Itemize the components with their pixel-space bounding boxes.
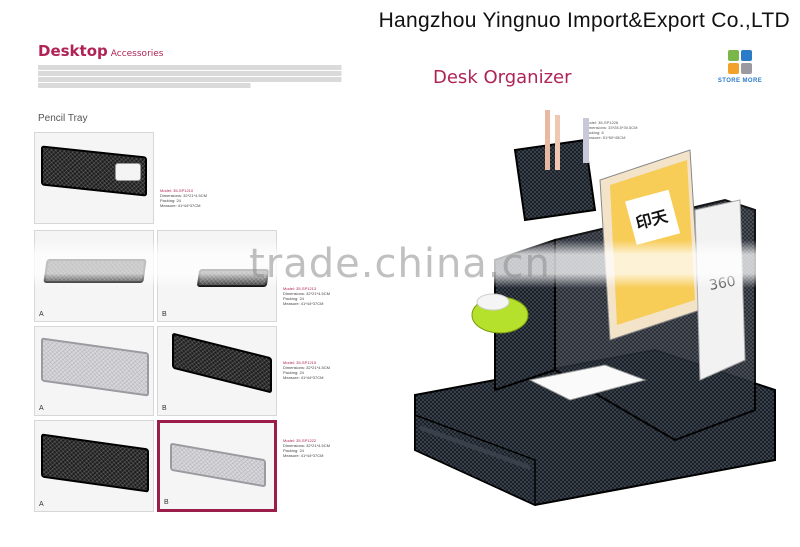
card-spec: Model: 35-SP1215 Dimensions: 32*21*4.5CM… — [283, 360, 330, 380]
card-spec: Model: 35-SP1222 Dimensions: 32*21*4.5CM… — [283, 438, 330, 458]
product-card-6[interactable]: A — [34, 420, 154, 512]
intro-line — [38, 71, 368, 76]
tray-insert — [115, 163, 141, 181]
company-header: Hangzhou Yingnuo Import&Export Co.,LTD — [378, 9, 790, 32]
card-letter: B — [162, 405, 167, 412]
intro-line — [38, 65, 368, 70]
section-title-main: Desktop — [38, 42, 108, 60]
product-card-4[interactable]: A — [34, 326, 154, 416]
product-spec: Model: 35-SP1226 Dimensions: 33*28.5*30.… — [585, 120, 638, 140]
section-subtitle: Accessories — [110, 49, 164, 59]
product-card-7[interactable]: B — [157, 420, 277, 512]
intro-text-block — [38, 64, 368, 88]
card-spec: Model: 35-SP1213 Dimensions: 32*21*4.5CM… — [283, 286, 330, 306]
product-card-5[interactable]: B — [157, 326, 277, 416]
card-spec: Model: 35-SP1210 Dimensions: 32*21*4.5CM… — [160, 188, 207, 208]
intro-line — [38, 77, 368, 82]
card-letter: A — [39, 501, 44, 508]
tray-image — [41, 337, 149, 397]
card-letter: A — [39, 311, 44, 318]
tray-image — [41, 433, 149, 493]
store-more-logo: STORE MORE — [700, 50, 780, 90]
card-letter: B — [164, 499, 169, 506]
tray-image — [170, 442, 266, 488]
logo-mark-icon — [728, 50, 752, 74]
product-card-1[interactable] — [34, 132, 154, 224]
intro-line — [38, 83, 269, 88]
card-letter: B — [162, 311, 167, 318]
sub-heading: Pencil Tray — [38, 113, 88, 124]
watermark: trade.china.cn — [0, 240, 800, 288]
logo-text: STORE MORE — [717, 78, 763, 84]
card-letter: A — [39, 405, 44, 412]
desk-organizer-image: 印天 360 — [414, 110, 776, 507]
product-title: Desk Organizer — [433, 67, 572, 88]
tray-image — [172, 332, 272, 394]
